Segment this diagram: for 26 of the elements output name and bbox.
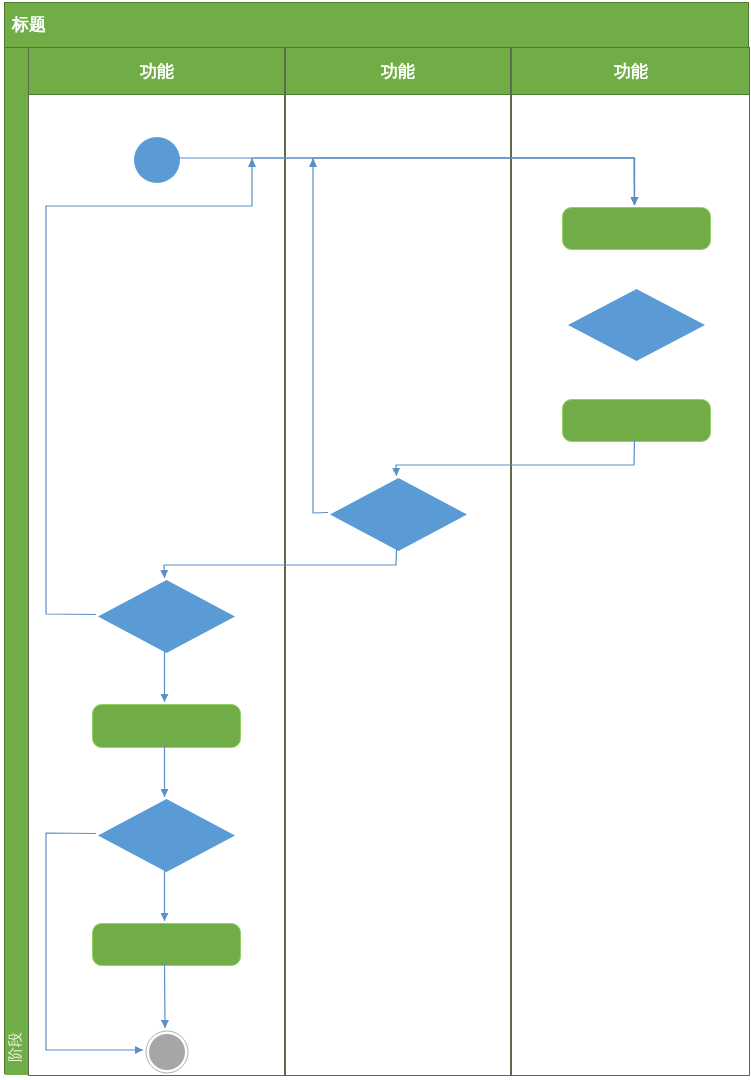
process-box	[562, 399, 711, 442]
decision-diamond	[98, 580, 235, 653]
pool-title: 标题	[12, 13, 46, 36]
arrow	[392, 439, 636, 477]
phase-label: 阶段	[7, 1032, 23, 1062]
arrow	[160, 963, 169, 1029]
swimlane	[511, 48, 750, 1076]
arrow	[160, 650, 169, 703]
decision-diamond	[98, 799, 235, 872]
start-node	[134, 137, 180, 183]
end-node	[145, 1030, 189, 1074]
lane-header: 功能	[29, 48, 284, 95]
lane-header: 功能	[286, 48, 510, 95]
arrow	[160, 869, 169, 922]
process-box	[92, 704, 241, 748]
swimlane	[28, 48, 285, 1076]
swimlane	[285, 48, 511, 1076]
process-box	[92, 923, 241, 966]
arrow	[45, 832, 144, 1054]
arrow	[45, 157, 639, 616]
arrow	[160, 745, 169, 798]
lane-header: 功能	[512, 48, 749, 95]
decision-diamond	[568, 289, 705, 361]
process-box	[562, 207, 711, 250]
decision-diamond	[330, 478, 467, 551]
arrow	[160, 548, 398, 579]
